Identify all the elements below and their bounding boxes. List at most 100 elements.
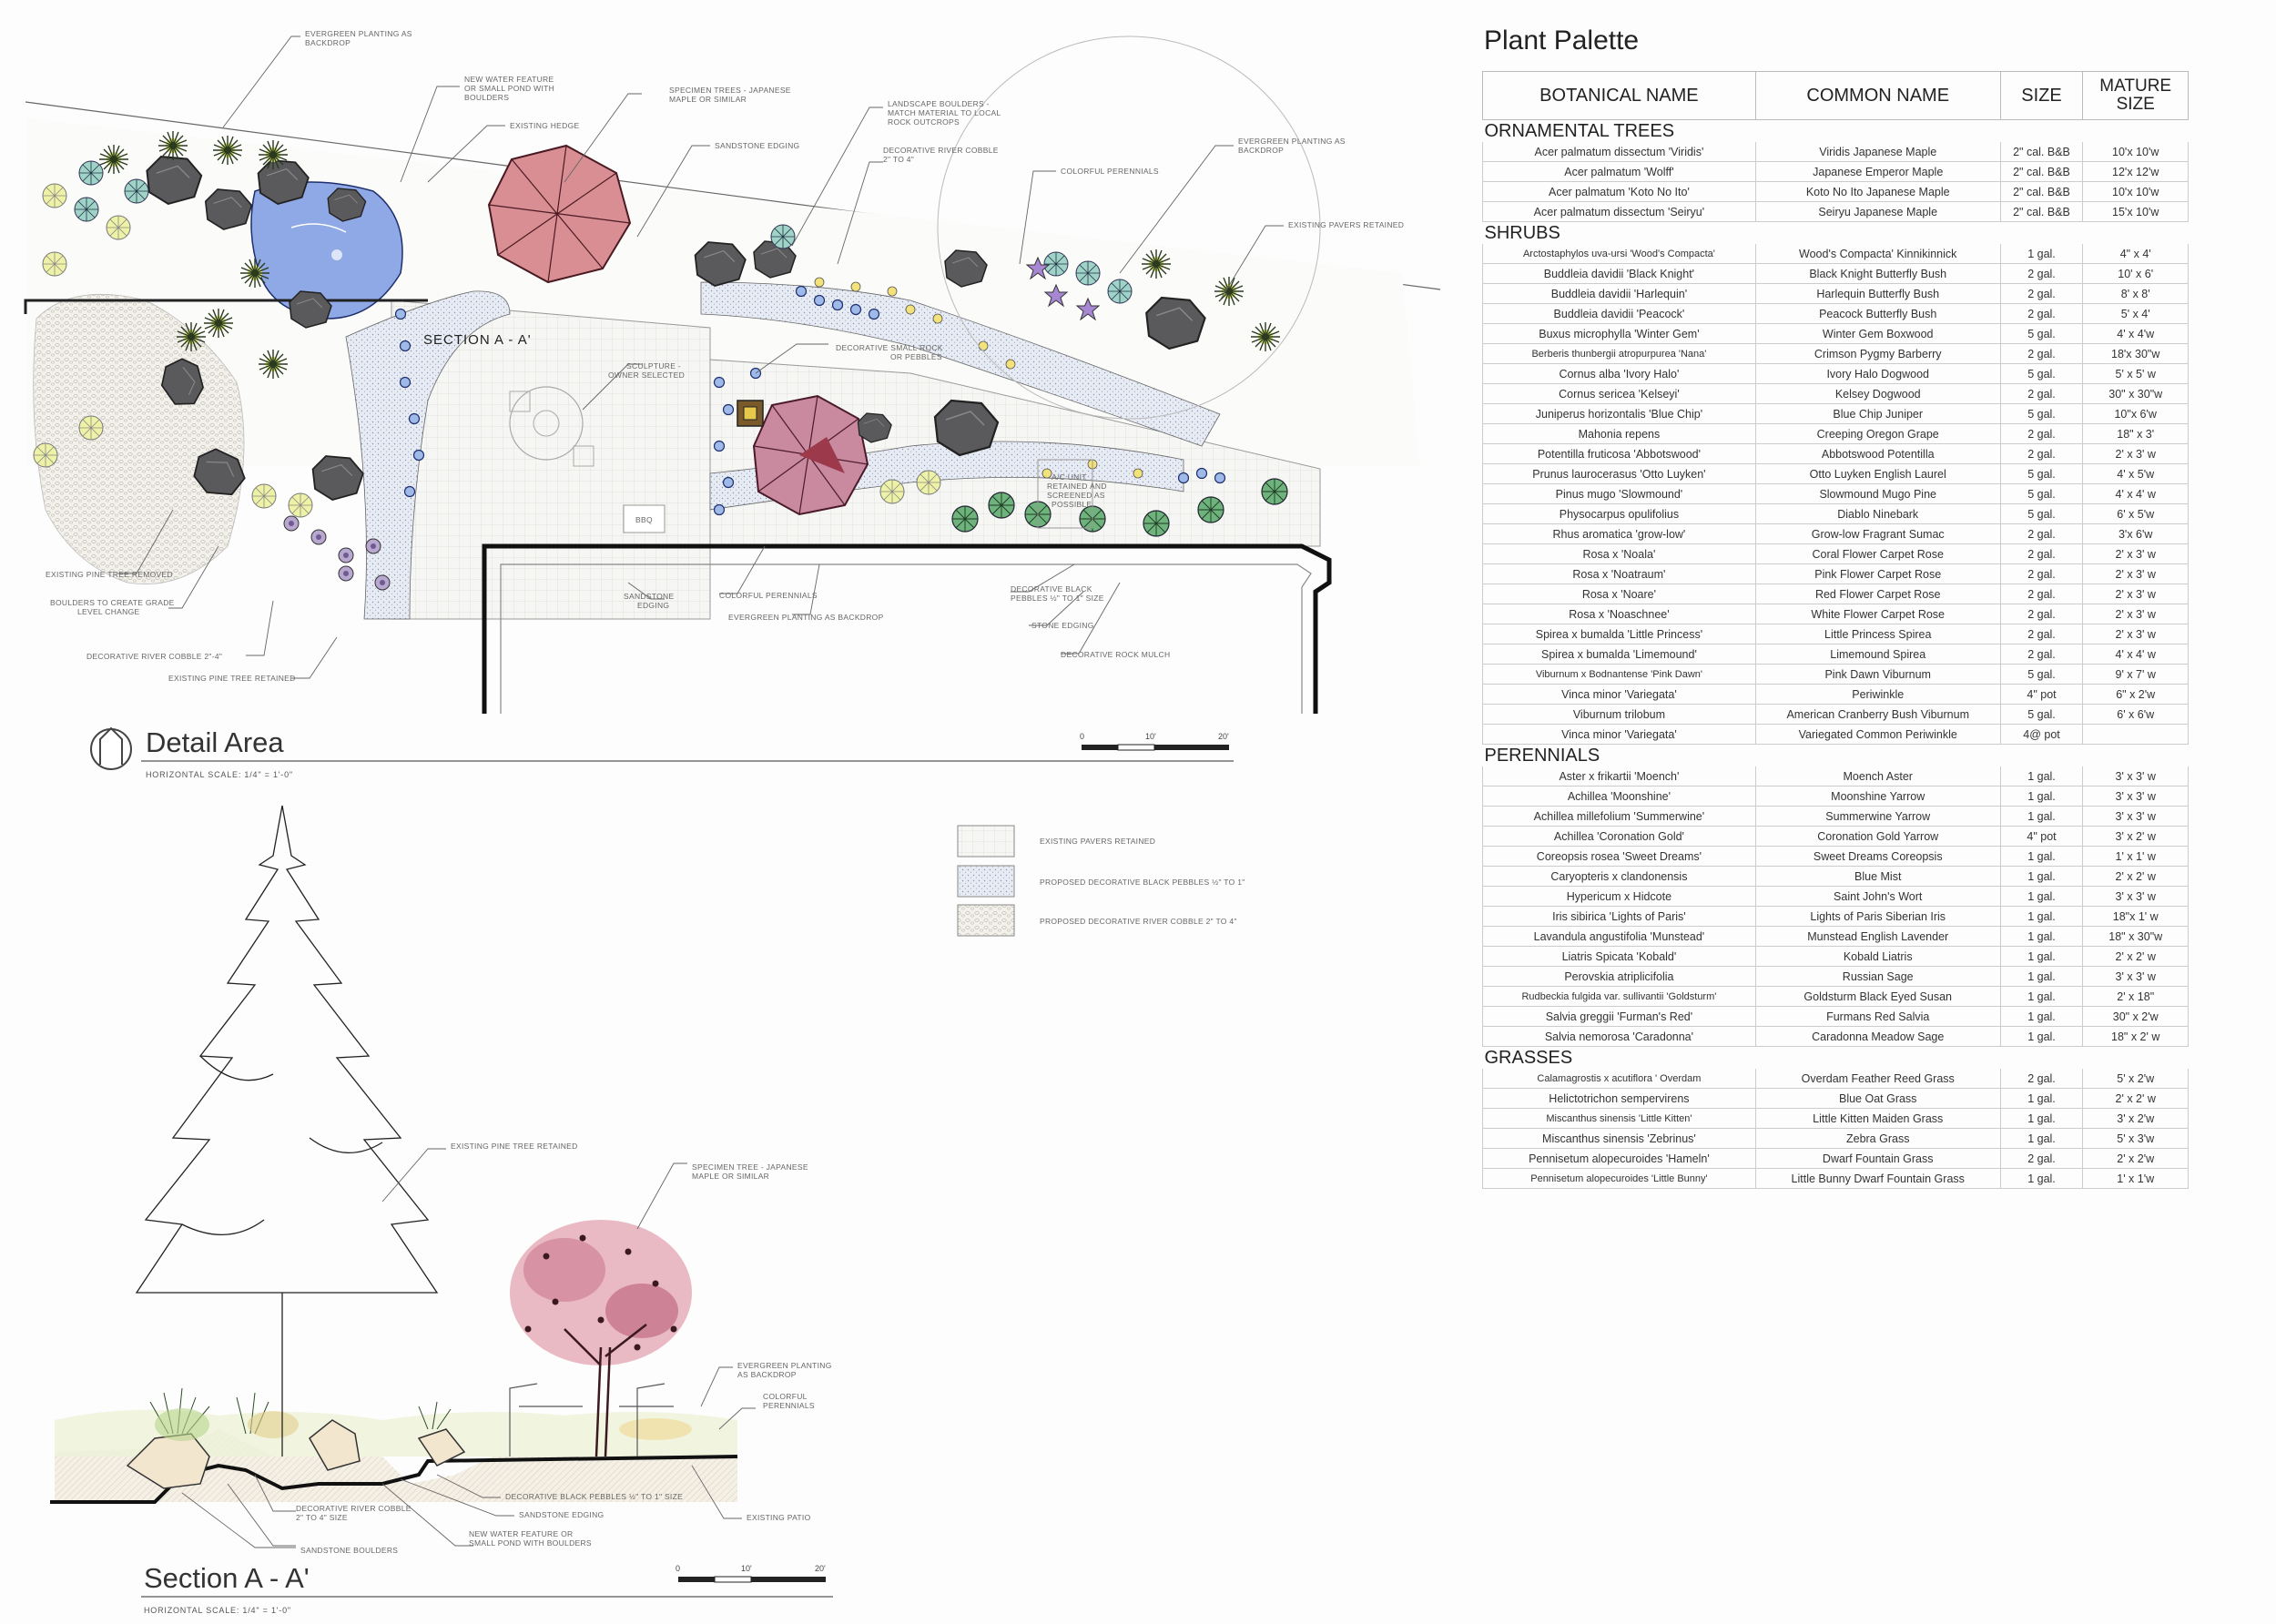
mature-size-cell: 3' x 3' w [2082, 966, 2189, 987]
size-cell: 2 gal. [1999, 423, 2084, 444]
mature-size-cell: 4' x 4' w [2082, 483, 2189, 504]
botanical-name-cell: Mahonia repens [1482, 423, 1756, 444]
botanical-name-cell: Viburnum x Bodnantense 'Pink Dawn' [1482, 664, 1756, 685]
size-cell: 2 gal. [1999, 584, 2084, 604]
table-row: Rudbeckia fulgida var. sullivantii 'Gold… [1482, 986, 2189, 1007]
label-evergreen-backdrop-bottom: EVERGREEN PLANTING AS BACKDROP [728, 613, 884, 622]
botanical-name-cell: Rhus aromatica 'grow-low' [1482, 523, 1756, 544]
table-row: Buddleia davidii 'Black Knight'Black Kni… [1482, 263, 2189, 284]
common-name-cell: Blue Chip Juniper [1754, 403, 2001, 424]
mature-size-cell: 18" x 30"w [2082, 926, 2189, 947]
botanical-name-cell: Vinca minor 'Variegata' [1482, 724, 1756, 745]
mature-size-cell: 2' x 3' w [2082, 604, 2189, 624]
size-cell: 2 gal. [1999, 263, 2084, 284]
detail-area-scale-note: HORIZONTAL SCALE: 1/4" = 1'-0" [146, 770, 293, 779]
botanical-name-cell: Helictotrichon sempervirens [1482, 1088, 1756, 1109]
category-row: ORNAMENTAL TREES [1483, 120, 2189, 143]
section-title: Section A - A' [144, 1562, 310, 1594]
common-name-cell: Munstead English Lavender [1754, 926, 2001, 947]
size-cell: 2 gal. [1999, 1148, 2084, 1169]
size-cell: 1 gal. [1999, 866, 2084, 887]
label-landscape-boulders: LANDSCAPE BOULDERS -MATCH MATERIAL TO LO… [888, 99, 1001, 127]
label-stone-edging: STONE EDGING [1031, 621, 1094, 630]
table-row: Iris sibirica 'Lights of Paris'Lights of… [1482, 906, 2189, 927]
common-name-cell: American Cranberry Bush Viburnum [1754, 704, 2001, 725]
common-name-cell: Coral Flower Carpet Rose [1754, 543, 2001, 564]
category-heading: GRASSES [1484, 1047, 1573, 1068]
common-name-cell: Sweet Dreams Coreopsis [1754, 846, 2001, 867]
botanical-name-cell: Cornus alba 'Ivory Halo' [1482, 363, 1756, 384]
botanical-name-cell: Coreopsis rosea 'Sweet Dreams' [1482, 846, 1756, 867]
botanical-name-cell: Prunus laurocerasus 'Otto Luyken' [1482, 463, 1756, 484]
size-cell: 2 gal. [1999, 543, 2084, 564]
botanical-name-cell: Perovskia atriplicifolia [1482, 966, 1756, 987]
size-cell: 1 gal. [1999, 926, 2084, 947]
table-row: Miscanthus sinensis 'Zebrinus'Zebra Gras… [1482, 1128, 2189, 1149]
specimen-tree-icon [510, 1220, 692, 1457]
botanical-name-cell: Acer palmatum dissectum 'Seiryu' [1482, 201, 1756, 222]
section-label-sandstone-boulders: SANDSTONE BOULDERS [300, 1546, 398, 1555]
mature-size-cell: 30" x 2'w [2082, 1006, 2189, 1027]
size-cell: 5 gal. [1999, 503, 2084, 524]
common-name-cell: Periwinkle [1754, 684, 2001, 705]
size-cell: 1 gal. [1999, 766, 2084, 787]
botanical-name-cell: Hypericum x Hidcote [1482, 886, 1756, 907]
common-name-cell: Wood's Compacta' Kinnikinnick [1754, 244, 2001, 264]
plant-palette-table: BOTANICAL NAME COMMON NAME SIZE MATURE S… [1482, 71, 2189, 1189]
common-name-cell: Abbotswood Potentilla [1754, 443, 2001, 464]
table-row: Acer palmatum 'Koto No Ito'Koto No Ito J… [1482, 181, 2189, 202]
mature-size-cell: 6' x 5'w [2082, 503, 2189, 524]
header-size: SIZE [1999, 71, 2084, 120]
table-row: Acer palmatum dissectum 'Viridis'Viridis… [1482, 142, 2189, 162]
size-cell: 4" pot [1999, 826, 2084, 847]
mature-size-cell: 5' x 3'w [2082, 1128, 2189, 1149]
common-name-cell: Seiryu Japanese Maple [1754, 201, 2001, 222]
common-name-cell: Moonshine Yarrow [1754, 786, 2001, 807]
table-row: Spirea x bumalda 'Limemound'Limemound Sp… [1482, 644, 2189, 665]
table-row: Rhus aromatica 'grow-low'Grow-low Fragra… [1482, 523, 2189, 544]
mature-size-cell: 18"x 1' w [2082, 906, 2189, 927]
mature-size-cell: 3' x 3' w [2082, 806, 2189, 827]
svg-text:20': 20' [1218, 732, 1229, 741]
mature-size-cell: 2' x 18" [2082, 986, 2189, 1007]
size-cell: 1 gal. [1999, 846, 2084, 867]
label-river-cobble-bottom: DECORATIVE RIVER COBBLE 2"-4" [86, 652, 222, 661]
materials-legend: EXISTING PAVERS RETAINED PROPOSED DECORA… [957, 825, 1245, 937]
botanical-name-cell: Pennisetum alopecuroides 'Little Bunny' [1482, 1168, 1756, 1189]
common-name-cell: Variegated Common Periwinkle [1754, 724, 2001, 745]
section-scale-note: HORIZONTAL SCALE: 1/4" = 1'-0" [144, 1606, 291, 1615]
common-name-cell: Blue Mist [1754, 866, 2001, 887]
size-cell: 1 gal. [1999, 966, 2084, 987]
mature-size-cell: 3' x 3' w [2082, 766, 2189, 787]
table-row: Buddleia davidii 'Peacock'Peacock Butter… [1482, 303, 2189, 324]
size-cell: 2" cal. B&B [1999, 201, 2084, 222]
label-bbq: BBQ [635, 515, 653, 524]
size-cell: 2 gal. [1999, 624, 2084, 645]
size-cell: 1 gal. [1999, 906, 2084, 927]
size-cell: 1 gal. [1999, 786, 2084, 807]
common-name-cell: Russian Sage [1754, 966, 2001, 987]
mature-size-cell: 12'x 12'w [2082, 161, 2189, 182]
mature-size-cell: 30" x 30"w [2082, 383, 2189, 404]
mature-size-cell: 5' x 4' [2082, 303, 2189, 324]
size-cell: 2 gal. [1999, 563, 2084, 584]
table-row: Prunus laurocerasus 'Otto Luyken'Otto Lu… [1482, 463, 2189, 484]
size-cell: 4" pot [1999, 684, 2084, 705]
common-name-cell: Furmans Red Salvia [1754, 1006, 2001, 1027]
legend-black-pebbles: PROPOSED DECORATIVE BLACK PEBBLES ½" TO … [1040, 878, 1245, 887]
common-name-cell: Winter Gem Boxwood [1754, 323, 2001, 344]
section-label-sandstone-edging: SANDSTONE EDGING [519, 1510, 604, 1519]
